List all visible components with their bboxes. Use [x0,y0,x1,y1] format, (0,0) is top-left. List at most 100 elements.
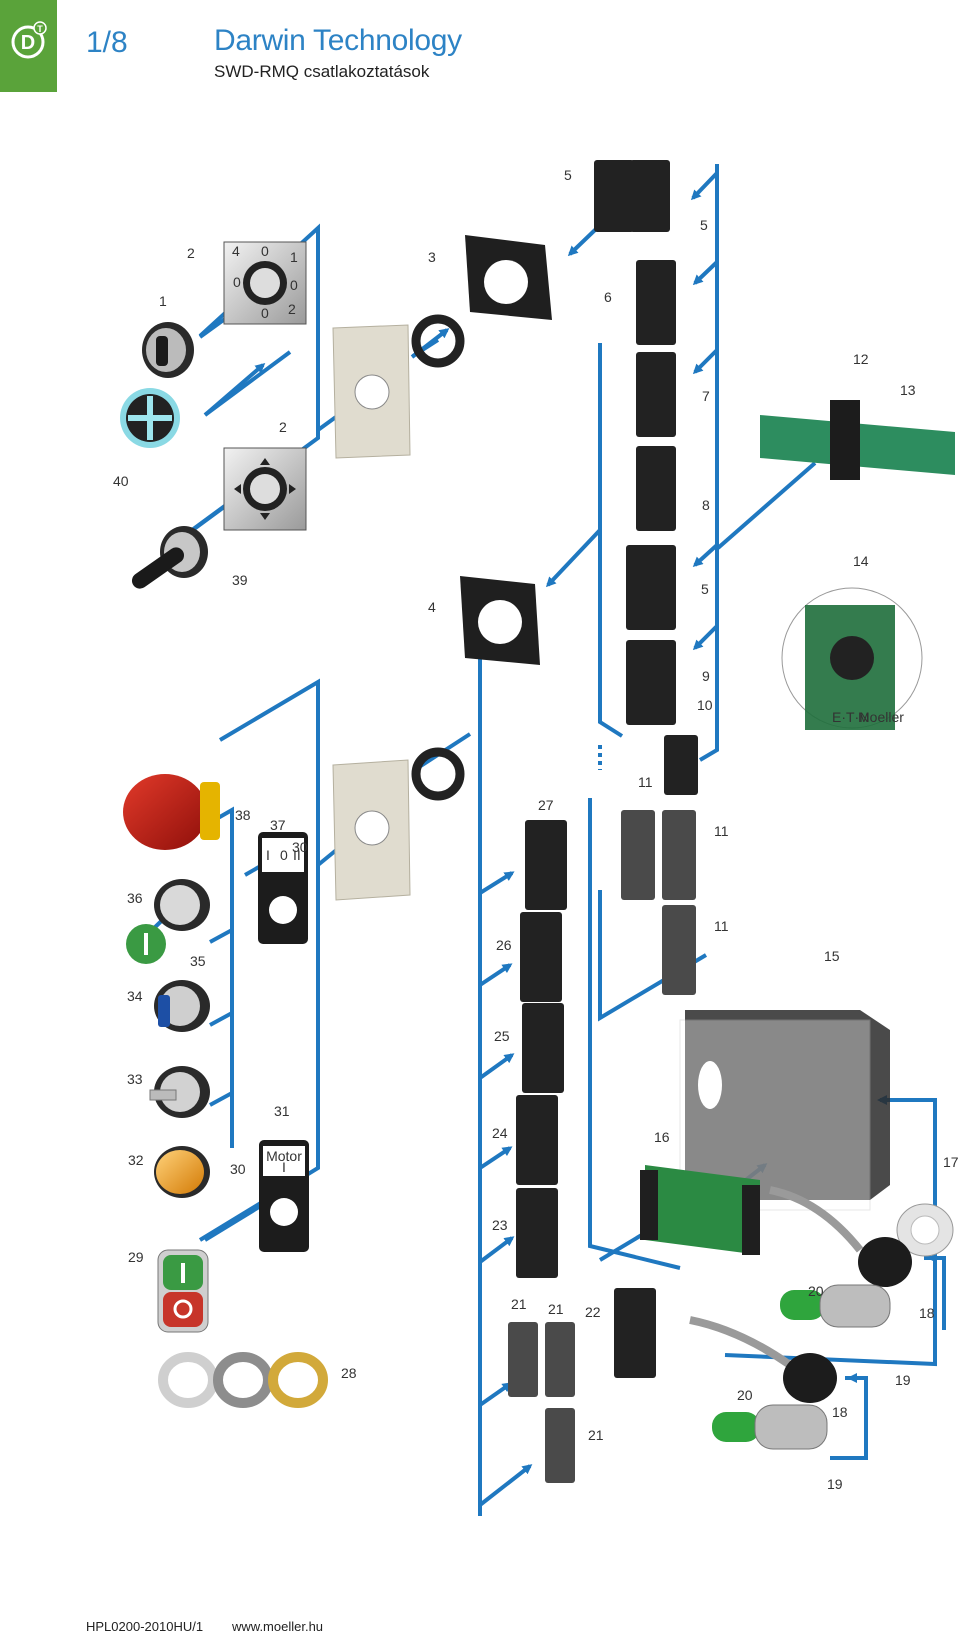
legend-plate-selector: 4 0 1 0 0 0 2 [223,241,307,325]
logo-letter: D [21,32,35,54]
connector-set-lower [689,1316,837,1450]
part-label-14: 14 [853,553,869,569]
part-number-labels: 1 2 2 3 4 5 5 5 6 7 8 9 10 11 11 11 12 1… [113,167,959,1492]
part-label-5c: 5 [701,581,709,597]
part-label-30a: 30 [292,839,308,855]
arrow-7 [692,348,719,375]
part-label-2b: 2 [279,419,287,435]
front-plate-bottom [332,759,411,901]
arrow-21a [478,1382,513,1407]
part-label-4: 4 [428,599,436,615]
legend-plate-joystick [223,447,307,531]
legend-small-1: 0 [280,847,288,863]
terminal-board-16 [640,1165,760,1255]
part-label-11b: 11 [714,823,729,839]
part-label-13: 13 [900,382,916,398]
part-label-33: 33 [127,1071,143,1087]
arrow-23 [478,1236,515,1264]
arrow-27 [478,871,515,895]
part-label-21b: 21 [548,1301,564,1317]
part-label-18a: 18 [919,1305,935,1321]
part-label-5b: 5 [700,217,708,233]
rail-contact-left [598,343,624,738]
footer-doc-code: HPL0200-2010HU/1 [86,1619,204,1634]
cd-brand-1: E·T·N [832,709,869,725]
arrow-6 [692,260,719,286]
illuminated-button-36 [154,879,210,931]
part-label-18b: 18 [832,1404,848,1420]
selector-pos-4: 0 [290,277,298,293]
part-label-10: 10 [697,697,713,713]
part-label-21c: 21 [588,1427,604,1443]
part-label-17: 17 [943,1154,959,1170]
part-label-12: 12 [853,351,869,367]
arrow-5c [692,543,719,568]
legend-holder-31: Motor I [259,1140,309,1252]
part-label-30b: 30 [230,1161,246,1177]
part-label-25: 25 [494,1028,510,1044]
part-label-38: 38 [235,807,251,823]
part-label-36: 36 [127,890,143,906]
rail-mid [588,798,681,1270]
contact-elements-lower [508,820,656,1483]
part-label-26: 26 [496,937,512,953]
arrow-25 [478,1053,515,1080]
legend-holder-37: I 0 II [258,832,308,944]
page-title: Darwin Technology [214,24,462,57]
double-pushbutton-29 [157,1249,209,1333]
rail-left-inner [217,806,234,1148]
part-label-35: 35 [190,953,206,969]
selector-switch-34 [154,980,210,1032]
part-label-37: 37 [270,817,286,833]
legend-small-2: II [293,847,301,863]
contact-elements-column [594,160,698,995]
rail-stub-34 [209,928,233,944]
part-label-15: 15 [824,948,840,964]
part-label-11a: 11 [638,774,653,790]
cable-gland-17 [896,1203,954,1257]
part-label-16: 16 [654,1129,670,1145]
part-label-21a: 21 [511,1296,527,1312]
part-label-5a: 5 [564,167,572,183]
selector-pos-5: 0 [261,305,269,321]
darwin-logo-icon: D T [11,21,47,59]
part-label-20b: 20 [737,1387,753,1403]
emergency-stop-38 [123,774,220,850]
connector-lines [188,164,946,1516]
cd-brand-2: Moeller [858,709,904,725]
part-label-40: 40 [113,473,129,489]
legend-motor: Motor [266,1148,302,1164]
legend-small-0: I [266,847,270,863]
part-label-39: 39 [232,572,248,588]
footer-url[interactable]: www.moeller.hu [232,1619,324,1634]
arrow-8-to-4 [545,528,602,588]
enclosure-15 [679,1010,890,1211]
rail-stub-32 [209,1091,233,1107]
key-switch-33 [149,1066,210,1118]
part-label-11c: 11 [714,918,729,934]
legend-motor-sub: I [282,1159,286,1175]
part-label-20a: 20 [808,1283,824,1299]
page-number: 1/8 [86,26,128,59]
green-button-35 [126,924,166,964]
selector-pos-2: 1 [290,249,298,265]
selector-pos-3: 0 [233,274,241,290]
selector-pos-1: 0 [261,243,269,259]
front-plate-top [332,324,411,459]
part-label-7: 7 [702,388,710,404]
part-label-31: 31 [274,1103,290,1119]
part-label-23: 23 [492,1217,508,1233]
part-label-9: 9 [702,668,710,684]
arrow-21c [478,1464,533,1507]
part-label-19b: 19 [827,1476,843,1492]
arrow-5a [690,171,719,201]
part-label-19a: 19 [895,1372,911,1388]
fixing-ring-bottom [411,747,465,801]
rail-stub-33 [209,1011,233,1027]
part-label-32: 32 [128,1152,144,1168]
part-label-2a: 2 [187,245,195,261]
selector-pos-0: 4 [232,243,240,259]
arrow-40 [203,363,266,417]
flat-cable-13 [760,400,955,480]
